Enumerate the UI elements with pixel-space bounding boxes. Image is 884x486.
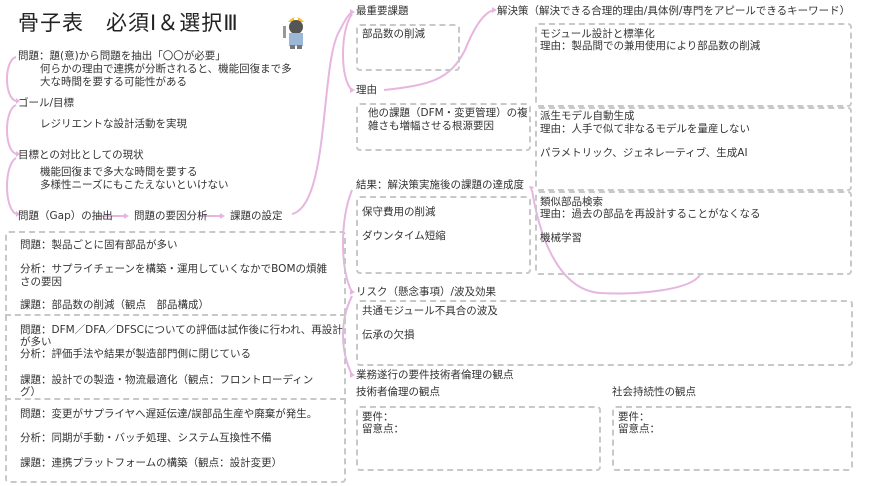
issue-3-task: 課題：連携プラットフォームの構築（観点：設計変更） (20, 457, 283, 469)
engineer-note: 留意点： (362, 423, 404, 435)
issues-divider (5, 398, 346, 400)
goal-label: ゴール/目標 (18, 97, 75, 109)
top-issue-label: 最重要課題 (356, 5, 409, 17)
society-label: 社会持続性の観点 (612, 386, 696, 398)
issue-3-problem: 問題：変更がサプライヤへ遅延伝達/誤部品生産や廃棄が発生。 (20, 408, 318, 420)
goal-text: レジリエントな設計活動を実現 (40, 118, 187, 130)
connector-goal-current (6, 104, 17, 155)
issue-2-problem: 問題：DFM／DFA／DFSCについての評価は試作後に行われ、再設計 (20, 324, 343, 336)
flow-step-analysis: 問題の要因分析 (134, 210, 208, 222)
society-note: 留意点： (618, 423, 660, 435)
solution-2-title: 派生モデル自動生成 (540, 110, 635, 122)
reason-box (356, 103, 531, 151)
problem-line: 何らかの理由で連携が分断されると、機能回復まで多 (40, 63, 292, 75)
top-issue-text: 部品数の削減 (362, 28, 425, 40)
solution-box-1 (535, 23, 852, 107)
ethics-label: 業務遂行の要件技術者倫理の観点 (356, 369, 514, 381)
issue-3-analysis: 分析：同期が手動・バッチ処理、システム互換性不備 (20, 432, 272, 444)
reason-line: 他の課題（DFM・変更管理）の複 (368, 107, 528, 119)
current-line: 多様性ニーズにもこたえないといけない (40, 179, 229, 191)
risk-item: 伝承の欠損 (362, 329, 415, 341)
flow-step-task: 課題の設定 (230, 210, 283, 222)
result-item: 保守費用の削減 (362, 206, 436, 218)
solution-3-reason: 理由：過去の部品を再設計することがなくなる (540, 208, 761, 220)
engineer-requirement: 要件： (362, 411, 394, 423)
current-label: 目標との対比としての現状 (18, 149, 144, 161)
result-item: ダウンタイム短縮 (362, 230, 446, 242)
issue-2-analysis: 分析：評価手法や結果が製造部門側に閉じている (20, 348, 251, 360)
issue-1-analysis: 分析：サプライチェーンを構築・運用していくなかでBOMの煩雑 (20, 263, 328, 275)
solution-2-keywords: パラメトリック、ジェネレーティブ、生成AI (540, 147, 748, 159)
solution-box-2 (535, 107, 852, 191)
mascot-icon (282, 12, 310, 50)
solution-3-keywords: 機械学習 (540, 232, 582, 244)
connector-problem-goal (6, 56, 17, 102)
risk-item: 共通モジュール不具合の波及 (362, 305, 498, 317)
solution-3-title: 類似部品検索 (540, 196, 603, 208)
reason-line: 雑さも増幅させる根源要因 (368, 120, 494, 132)
solution-box-3 (535, 191, 852, 275)
solution-1-reason: 理由：製品間での兼用使用により部品数の削減 (540, 40, 761, 52)
issue-1-analysis: さの要因 (20, 276, 62, 288)
engineer-ethics-box (356, 406, 601, 471)
reason-label: 理由 (356, 84, 377, 96)
result-label: 結果：解決策実施後の課題の達成度 (356, 179, 524, 191)
issue-1-problem: 問題：製品ごとに固有部品が多い (20, 239, 178, 251)
issue-2-task: グ） (20, 386, 41, 398)
flow-step-gap: 問題（Gap）の抽出 (18, 210, 113, 222)
solutions-label: 解決策（解決できる合理的理由/具体例/専門をアピールできるキーワード） (497, 5, 851, 17)
issue-1-task: 課題：部品数の削減（観点 部品構成） (20, 299, 209, 311)
solution-1-title: モジュール設計と標準化 (540, 28, 655, 40)
issue-2-task: 課題：設計での製造・物流最適化（観点：フロントローディン (20, 374, 314, 386)
issues-divider (5, 314, 346, 316)
engineer-ethics-label: 技術者倫理の観点 (356, 386, 440, 398)
page-title: 骨子表 必須Ⅰ＆選択Ⅲ (18, 11, 239, 35)
risk-label: リスク（懸念事項）/波及効果 (356, 286, 497, 298)
current-line: 機能回復まで多大な時間を要する (40, 166, 198, 178)
problem-line: 大な時間を要する可能性がある (40, 76, 187, 88)
connector-current-gap (6, 157, 17, 215)
problem-label: 問題：題(意)から問題を抽出「〇〇が必要」 (18, 50, 226, 62)
society-requirement: 要件： (618, 411, 650, 423)
result-box (356, 196, 531, 274)
solution-2-reason: 理由：人手で似て非なるモデルを量産しない (540, 123, 750, 135)
connector-topissue-reason (342, 13, 353, 91)
top-issue-box (356, 24, 460, 71)
issues-box (5, 231, 346, 483)
risk-box (356, 300, 853, 366)
society-box (612, 406, 853, 471)
issue-2-problem: が多い (20, 336, 52, 348)
